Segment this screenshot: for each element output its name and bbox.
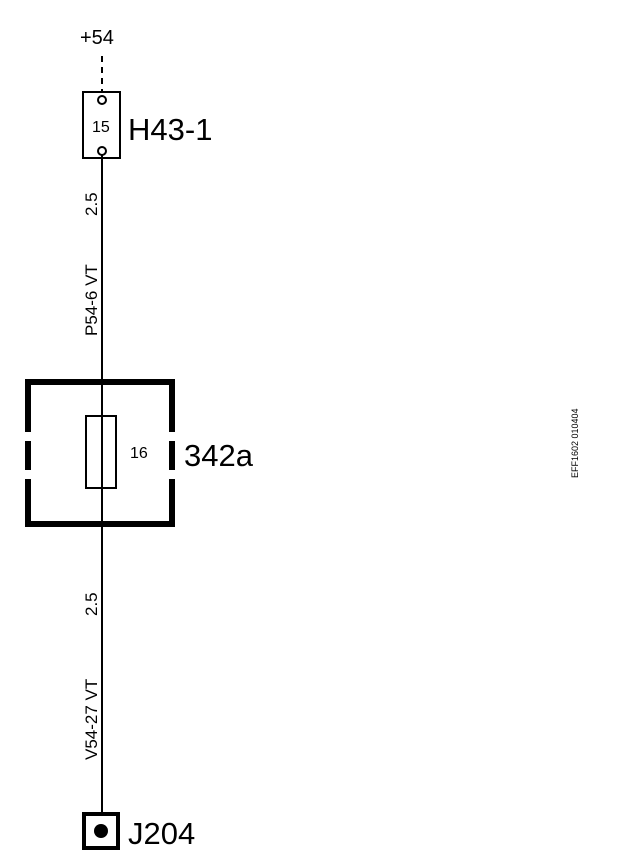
fuse-holder-top-terminal [97,95,107,105]
upper-wire-code: P54-6 VT [82,264,101,336]
fuse-holder-id: H43-1 [128,112,212,147]
fuse-holder-bottom-terminal [97,146,107,156]
relay-box-outline-bottom [25,479,175,527]
fuse-holder-terminal-number: 15 [92,119,110,136]
relay-box-id: 342a [184,438,254,473]
relay-box-terminal-number: 16 [130,445,148,462]
lower-wire-gauge: 2.5 [82,592,101,616]
relay-box: 16 [25,379,175,527]
relay-box-outline-top [25,379,175,432]
drawing-reference: EFF1602 010404 [570,408,580,478]
supply-label: +54 [80,27,114,49]
connector-id: J204 [128,816,195,851]
upper-wire-gauge: 2.5 [82,192,101,216]
connector [82,812,120,850]
connector-pin [94,824,108,838]
lower-wire-code: V54-27 VT [82,679,101,760]
fuse-holder: 15 [82,91,121,159]
